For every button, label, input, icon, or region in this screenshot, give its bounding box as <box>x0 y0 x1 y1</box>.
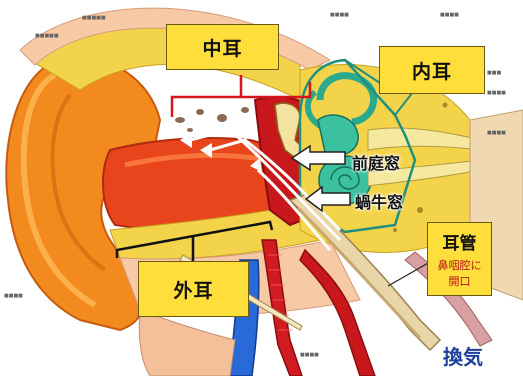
eustachian-tube-label: 耳管 鼻咽腔に 開口 <box>427 222 492 296</box>
small-label: ■■■■ <box>330 12 349 18</box>
eustachian-tube-title: 耳管 <box>443 229 477 254</box>
ventilation-label: 換気 <box>443 341 483 370</box>
small-label: ■■■■■ <box>82 15 106 21</box>
eustachian-tube-note-line1: 鼻咽腔に <box>438 257 482 273</box>
small-label: ■■■■ <box>4 293 23 299</box>
inner-ear-label: 内耳 <box>379 46 485 94</box>
middle-ear-label: 中耳 <box>166 24 279 70</box>
small-label: ■■■■■ <box>35 33 59 39</box>
small-label: ■■■■ <box>300 352 319 358</box>
small-label: ■■■■ <box>487 90 506 96</box>
small-label: ■■■■ <box>487 130 506 136</box>
small-label: ■■■■ <box>440 12 459 18</box>
outer-ear-label: 外耳 <box>138 261 249 317</box>
round-window-label: 蝸牛窓 <box>355 189 403 213</box>
eustachian-tube-note-line2: 開口 <box>449 273 471 289</box>
small-label: ■■■ <box>487 70 501 76</box>
oval-window-label: 前庭窓 <box>352 150 400 174</box>
